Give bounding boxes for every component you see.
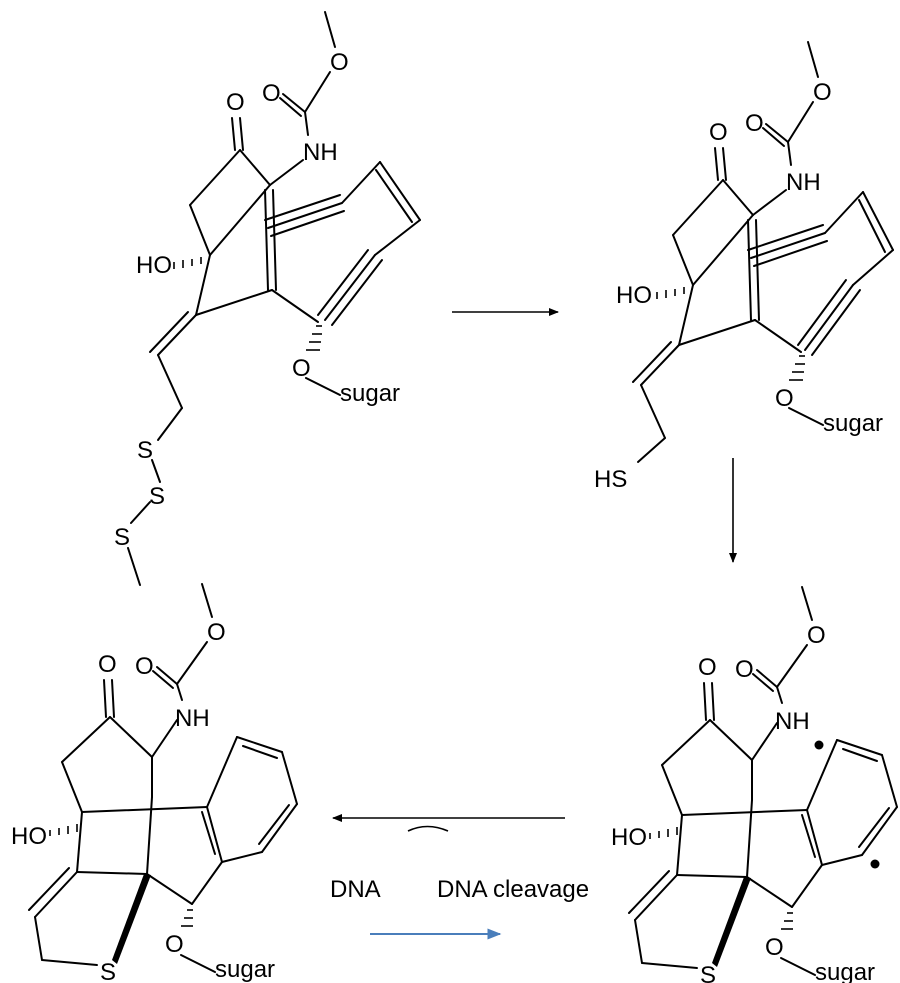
sulfur-1: S: [137, 437, 153, 464]
molecule-trisulfide: O O NH O O sugar HO: [114, 11, 421, 586]
carbonyl-oxygen: O: [135, 653, 154, 680]
sugar-label: sugar: [823, 410, 883, 437]
methoxy-oxygen: O: [813, 79, 832, 106]
methoxy-oxygen: O: [807, 622, 826, 649]
ketone-oxygen: O: [226, 89, 245, 116]
condition-dna-cleavage: DNA cleavage: [437, 876, 589, 903]
ketone-oxygen: O: [709, 119, 728, 146]
glycosidic-oxygen: O: [292, 355, 311, 382]
glycosidic-oxygen: O: [765, 934, 784, 961]
sulfur-2: S: [149, 483, 165, 510]
sugar-label: sugar: [340, 380, 400, 407]
thiol-label: HS: [594, 466, 627, 493]
amide-nh: NH: [775, 708, 810, 735]
hydroxyl-label: HO: [616, 282, 652, 309]
hydroxyl-label: HO: [11, 823, 47, 850]
sulfur-3: S: [114, 524, 130, 551]
amide-nh: NH: [786, 169, 821, 196]
sugar-label: sugar: [215, 956, 275, 983]
glycosidic-oxygen: O: [165, 931, 184, 958]
glycosidic-oxygen: O: [775, 385, 794, 412]
thiophane-sulfur: S: [100, 959, 116, 983]
molecule-product: O O NH O S: [11, 583, 298, 983]
methoxy-oxygen: O: [207, 619, 226, 646]
radical-dot-lower: [870, 859, 880, 869]
hydroxyl-label: HO: [611, 824, 647, 851]
ketone-oxygen: O: [98, 651, 117, 678]
carbonyl-oxygen: O: [745, 110, 764, 137]
thiophane-sulfur: S: [700, 962, 716, 983]
molecule-thiol: O O NH O O sugar HO: [594, 41, 894, 493]
sugar-label: sugar: [815, 959, 875, 983]
ketone-oxygen: O: [698, 654, 717, 681]
carbonyl-oxygen: O: [735, 656, 754, 683]
molecule-diradical: O O NH O S: [611, 586, 898, 983]
amide-nh: NH: [175, 705, 210, 732]
radical-dot-upper: [814, 740, 824, 750]
methoxy-oxygen: O: [330, 49, 349, 76]
hydroxyl-label: HO: [136, 252, 172, 279]
curved-arrow-overlay: [407, 825, 449, 832]
condition-dna: DNA: [330, 876, 381, 903]
amide-nh: NH: [303, 139, 338, 166]
carbonyl-oxygen: O: [262, 80, 281, 107]
